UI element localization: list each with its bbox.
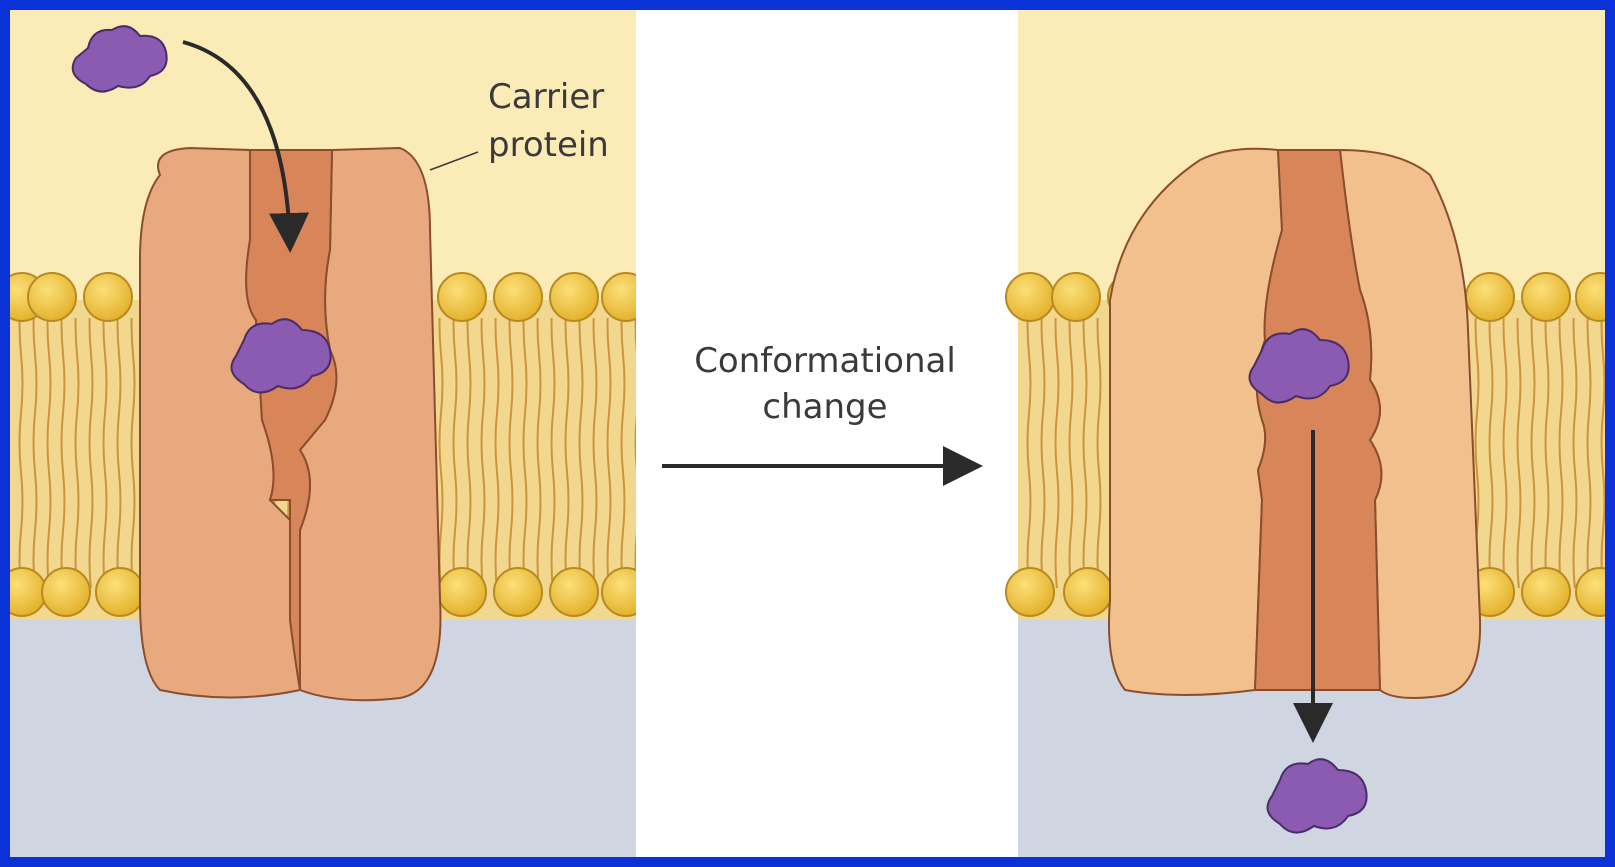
left-panel-state1: Carrier protein bbox=[0, 10, 650, 867]
conformational-label-line2: change bbox=[762, 387, 887, 427]
middle-panel: Conformational change bbox=[636, 10, 1018, 867]
carrier-label-line2: protein bbox=[488, 125, 609, 165]
middle-background bbox=[636, 10, 1018, 867]
conformational-label-line1: Conformational bbox=[694, 341, 956, 381]
right-panel-state2 bbox=[1006, 10, 1615, 867]
carrier-protein-state2 bbox=[1109, 149, 1480, 698]
carrier-label-line1: Carrier bbox=[488, 77, 604, 117]
